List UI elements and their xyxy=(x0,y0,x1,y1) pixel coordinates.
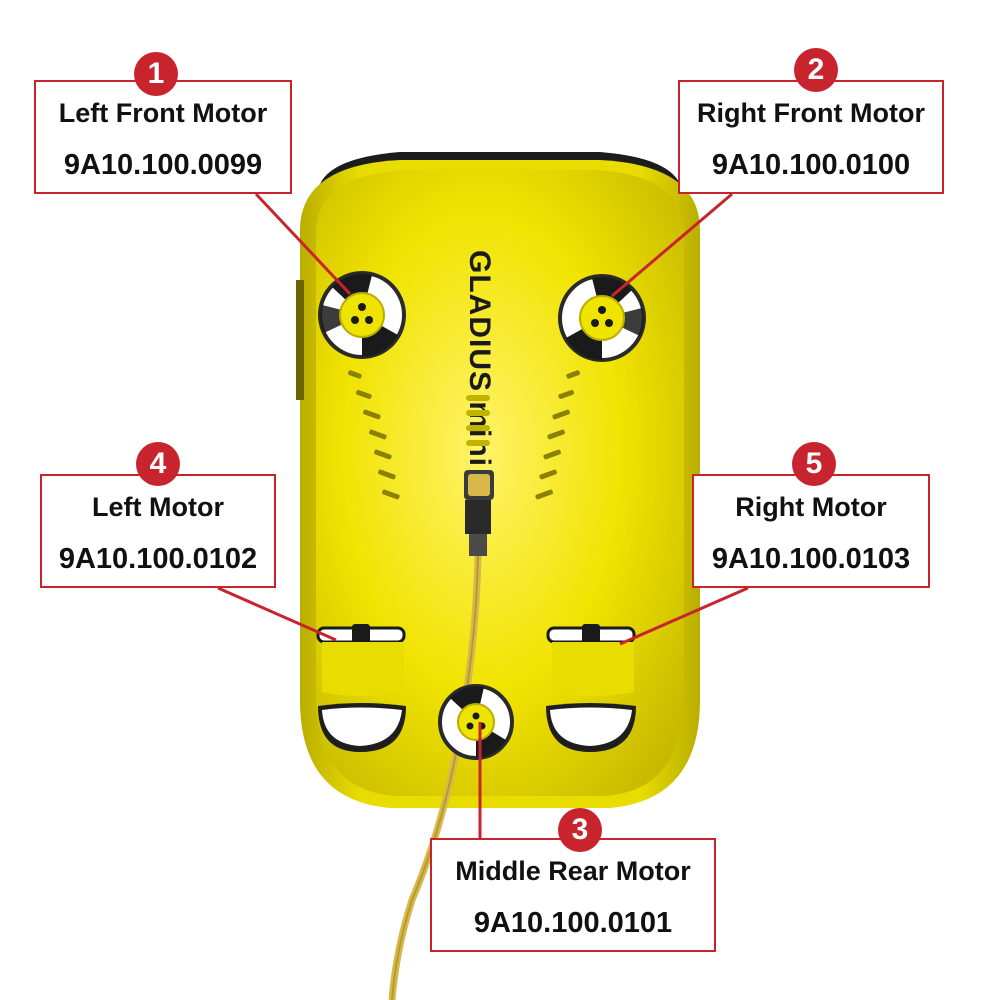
left-front-motor xyxy=(318,271,406,359)
left-motor xyxy=(316,624,406,752)
callout-name: Left Motor xyxy=(92,492,224,522)
callout-number-badge-3: 3 xyxy=(558,808,602,852)
right-vent-slots xyxy=(535,370,581,500)
leader-line-1 xyxy=(254,192,352,296)
leader-lines xyxy=(217,192,749,838)
callout-name: Left Front Motor xyxy=(58,98,268,128)
callout-name: Middle Rear Motor xyxy=(455,856,691,886)
brand-logo: GLADIUS mini xyxy=(463,250,496,467)
right-front-motor xyxy=(558,274,646,362)
middle-rear-motor xyxy=(438,684,514,760)
callout-left-motor: Left Motor 9A10.100.0102 xyxy=(40,474,276,588)
leader-line-2 xyxy=(611,192,733,298)
callout-part-number: 9A10.100.0099 xyxy=(63,149,263,181)
callout-middle-rear-motor: Middle Rear Motor 9A10.100.0101 xyxy=(430,838,716,952)
callout-left-front-motor: Left Front Motor 9A10.100.0099 xyxy=(34,80,292,194)
callout-part-number: 9A10.100.0100 xyxy=(711,149,911,181)
callout-right-motor: Right Motor 9A10.100.0103 xyxy=(692,474,930,588)
callout-name: Right Motor xyxy=(735,492,887,522)
callout-number-badge-1: 1 xyxy=(134,52,178,96)
callout-part-number: 9A10.100.0103 xyxy=(711,543,911,575)
callout-right-front-motor: Right Front Motor 9A10.100.0100 xyxy=(678,80,944,194)
left-vent-slots xyxy=(347,370,400,500)
leader-line-5 xyxy=(619,586,749,646)
callout-number-badge-2: 2 xyxy=(794,48,838,92)
callout-name: Right Front Motor xyxy=(697,98,925,128)
tether-connector xyxy=(464,470,494,556)
leader-line-4 xyxy=(217,586,337,642)
callout-number-badge-4: 4 xyxy=(136,442,180,486)
side-vent xyxy=(296,280,304,400)
right-motor xyxy=(546,624,636,752)
callout-part-number: 9A10.100.0101 xyxy=(473,907,673,939)
center-ridges xyxy=(466,395,490,446)
callout-part-number: 9A10.100.0102 xyxy=(58,543,258,575)
callout-number-badge-5: 5 xyxy=(792,442,836,486)
